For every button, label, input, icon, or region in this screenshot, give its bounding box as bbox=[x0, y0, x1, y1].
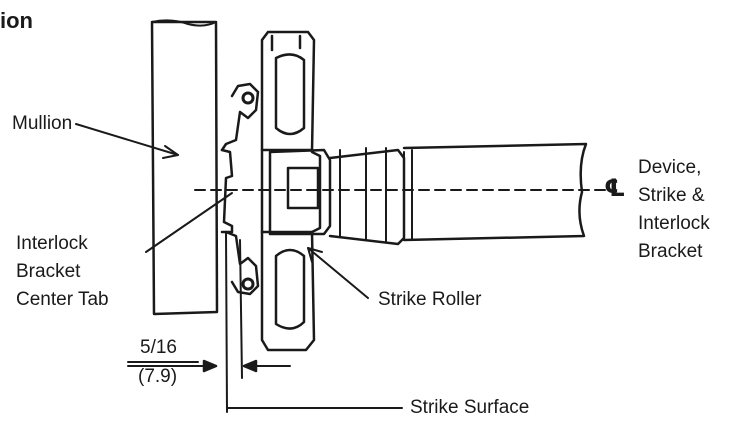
mullion-leader bbox=[75, 123, 179, 156]
strike-roller-block bbox=[268, 148, 332, 236]
device-strike-label-line1: Device, bbox=[638, 157, 702, 178]
interlock-bracket bbox=[220, 82, 260, 152]
interlock-tab-leader bbox=[145, 192, 233, 253]
mullion-label: Mullion bbox=[12, 113, 73, 134]
dimension-fraction: 5/16 bbox=[140, 337, 177, 358]
strike-roller-leader bbox=[307, 247, 369, 299]
device-strike-label-line2: Strike & bbox=[638, 185, 705, 206]
interlock-tab-label-line3: Center Tab bbox=[16, 289, 109, 310]
device-strike-label-line4: Bracket bbox=[638, 241, 703, 262]
interlock-tab-label-line2: Bracket bbox=[16, 261, 81, 282]
strike-roller-label: Strike Roller bbox=[378, 289, 482, 310]
centerline-symbol: ℄ bbox=[604, 175, 626, 202]
section-heading: ion bbox=[0, 8, 33, 33]
mullion-shape bbox=[150, 20, 219, 316]
strike-plate bbox=[260, 30, 322, 352]
dimension-metric: (7.9) bbox=[138, 366, 178, 387]
strike-surface-label: Strike Surface bbox=[410, 397, 530, 418]
interlock-tab-label-line1: Interlock bbox=[16, 233, 88, 254]
device-strike-label-line3: Interlock bbox=[638, 213, 710, 234]
device-body bbox=[402, 142, 588, 242]
